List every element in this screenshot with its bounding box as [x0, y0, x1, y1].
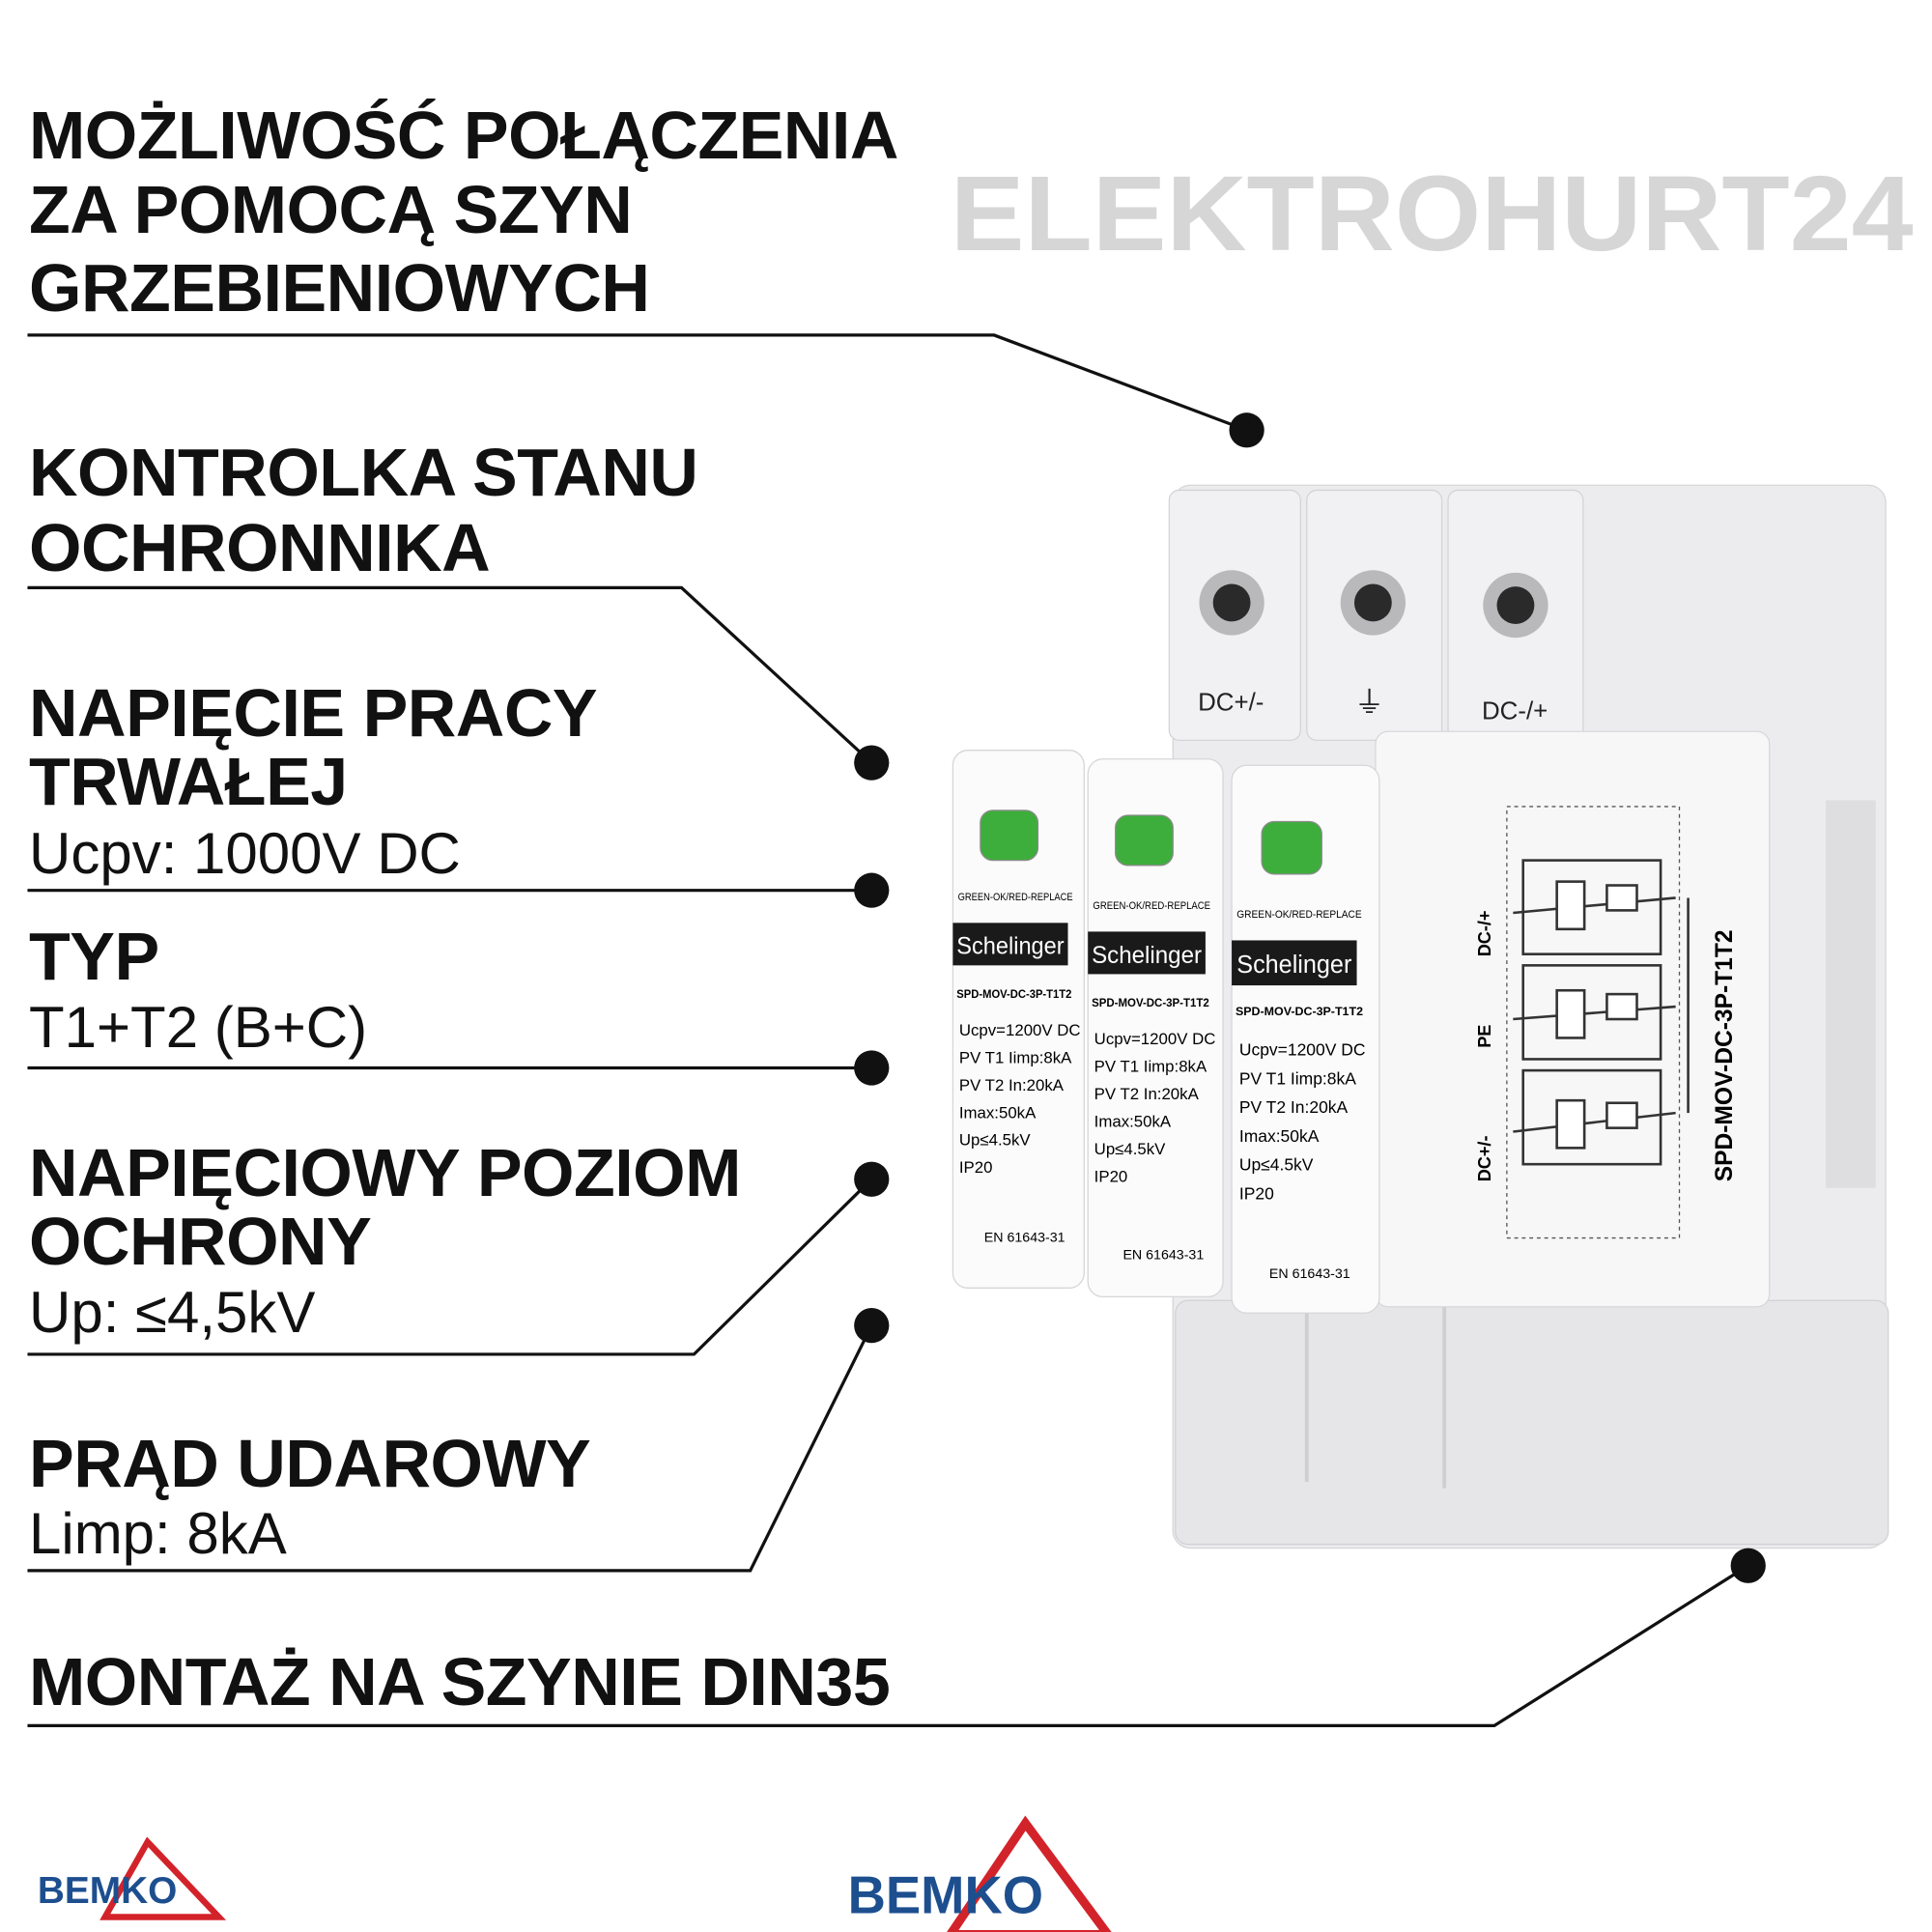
terminal-block: DC+/- ⏚ DC-/+: [1168, 489, 1584, 741]
status-led: [1261, 820, 1322, 875]
feature-5-value: Up: ≤4,5kV: [29, 1280, 316, 1345]
spec-line: PV T2 In:20kA: [1239, 1097, 1349, 1117]
spec-line: Up≤4.5kV: [959, 1131, 1031, 1150]
feature-6-value: Limp: 8kA: [29, 1501, 287, 1566]
spec-line: PV T1 Iimp:8kA: [959, 1048, 1072, 1066]
spec-line: Imax:50kA: [1094, 1112, 1172, 1130]
indicator-label: GREEN-OK/RED-REPLACE: [958, 892, 1073, 903]
callout-dot: [854, 1308, 890, 1344]
spec-line: PV T2 In:20kA: [959, 1076, 1065, 1094]
spec-line: IP20: [1239, 1183, 1274, 1203]
model-label: SPD-MOV-DC-3P-T1T2: [1092, 997, 1209, 1009]
spec-line: Imax:50kA: [959, 1103, 1037, 1122]
feature-4-title: TYP: [29, 919, 159, 994]
side-model-label: SPD-MOV-DC-3P-T1T2: [1712, 929, 1738, 1181]
spec-line: IP20: [1094, 1167, 1128, 1185]
callout-line-6: [27, 1324, 873, 1573]
standard-label: EN 61643-31: [1269, 1266, 1350, 1282]
feature-1-title-line-1: MOŻLIWOŚĆ POŁĄCZENIA: [29, 98, 898, 173]
model-label: SPD-MOV-DC-3P-T1T2: [956, 988, 1072, 1001]
spec-line: PV T2 In:20kA: [1094, 1085, 1200, 1103]
model-label: SPD-MOV-DC-3P-T1T2: [1236, 1005, 1363, 1018]
side-label-1: DC-/+: [1475, 910, 1494, 956]
feature-5-title-line-2: OCHRONY: [29, 1204, 372, 1279]
callout-line-5: [27, 1178, 873, 1356]
side-label-3: DC+/-: [1475, 1136, 1494, 1182]
callout-dot: [854, 1050, 890, 1086]
side-label-2: PE: [1475, 1025, 1494, 1048]
spec-line: Ucpv=1200V DC: [1239, 1040, 1366, 1060]
callout-line-7: [27, 1564, 1749, 1728]
spec-line: PV T1 Iimp:8kA: [1094, 1057, 1208, 1075]
module-3: GREEN-OK/RED-REPLACE Schelinger SPD-MOV-…: [1231, 764, 1380, 1314]
wiring-diagram: [1506, 806, 1681, 1239]
callout-dot: [854, 1161, 890, 1197]
feature-6-title: PRĄD UDAROWY: [29, 1426, 591, 1501]
spec-line: Up≤4.5kV: [1239, 1155, 1314, 1175]
spec-line: Ucpv=1200V DC: [959, 1021, 1081, 1039]
logo-text: BEMKO: [848, 1866, 1043, 1925]
module-2: GREEN-OK/RED-REPLACE Schelinger SPD-MOV-…: [1087, 758, 1224, 1298]
indicator-label: GREEN-OK/RED-REPLACE: [1093, 900, 1210, 912]
callout-line-1: [27, 333, 1248, 432]
feature-7-title: MONTAŻ NA SZYNIE DIN35: [29, 1644, 891, 1719]
bemko-logo-large: BEMKO: [848, 1815, 1112, 1932]
spec-line: IP20: [959, 1158, 993, 1177]
callout-dot: [1730, 1548, 1766, 1583]
feature-5-title-line-1: NAPIĘCIOWY POZIOM: [29, 1135, 741, 1210]
feature-4-value: T1+T2 (B+C): [29, 995, 368, 1060]
status-led: [1115, 814, 1174, 867]
brand-label: Schelinger: [1236, 952, 1351, 979]
brand-label: Schelinger: [956, 934, 1064, 960]
bemko-logo-small: BEMKO: [38, 1836, 227, 1920]
callout-dot: [854, 872, 890, 908]
status-led: [980, 810, 1039, 862]
module-1: GREEN-OK/RED-REPLACE Schelinger SPD-MOV-…: [952, 750, 1085, 1289]
feature-1-title-line-2: ZA POMOCĄ SZYN: [29, 172, 633, 247]
feature-3-title-line-1: NAPIĘCIE PRACY: [29, 675, 598, 751]
spec-line: Ucpv=1200V DC: [1094, 1030, 1216, 1048]
standard-label: EN 61643-31: [1122, 1248, 1204, 1264]
callout-dot: [1229, 412, 1264, 448]
brand-label: Schelinger: [1092, 943, 1202, 969]
terminal-label-1: DC+/-: [1198, 689, 1264, 716]
callout-dot: [854, 745, 890, 781]
watermark: ELEKTROHURT24: [951, 155, 1914, 273]
spec-line: Up≤4.5kV: [1094, 1140, 1166, 1158]
logo-text: BEMKO: [38, 1870, 178, 1912]
feature-3-value: Ucpv: 1000V DC: [29, 821, 461, 886]
spec-line: Imax:50kA: [1239, 1126, 1320, 1146]
earth-icon: ⏚: [1354, 686, 1384, 720]
feature-2-title-line-1: KONTROLKA STANU: [29, 435, 698, 510]
indicator-label: GREEN-OK/RED-REPLACE: [1236, 909, 1361, 921]
spec-line: PV T1 Iimp:8kA: [1239, 1068, 1356, 1088]
standard-label: EN 61643-31: [984, 1230, 1065, 1245]
callout-line-2: [27, 585, 873, 764]
terminal-label-3: DC-/+: [1482, 697, 1548, 724]
feature-2-title-line-2: OCHRONNIKA: [29, 510, 491, 585]
feature-3-title-line-2: TRWAŁEJ: [29, 744, 348, 819]
feature-1-title-line-3: GRZEBIENIOWYCH: [29, 250, 650, 326]
